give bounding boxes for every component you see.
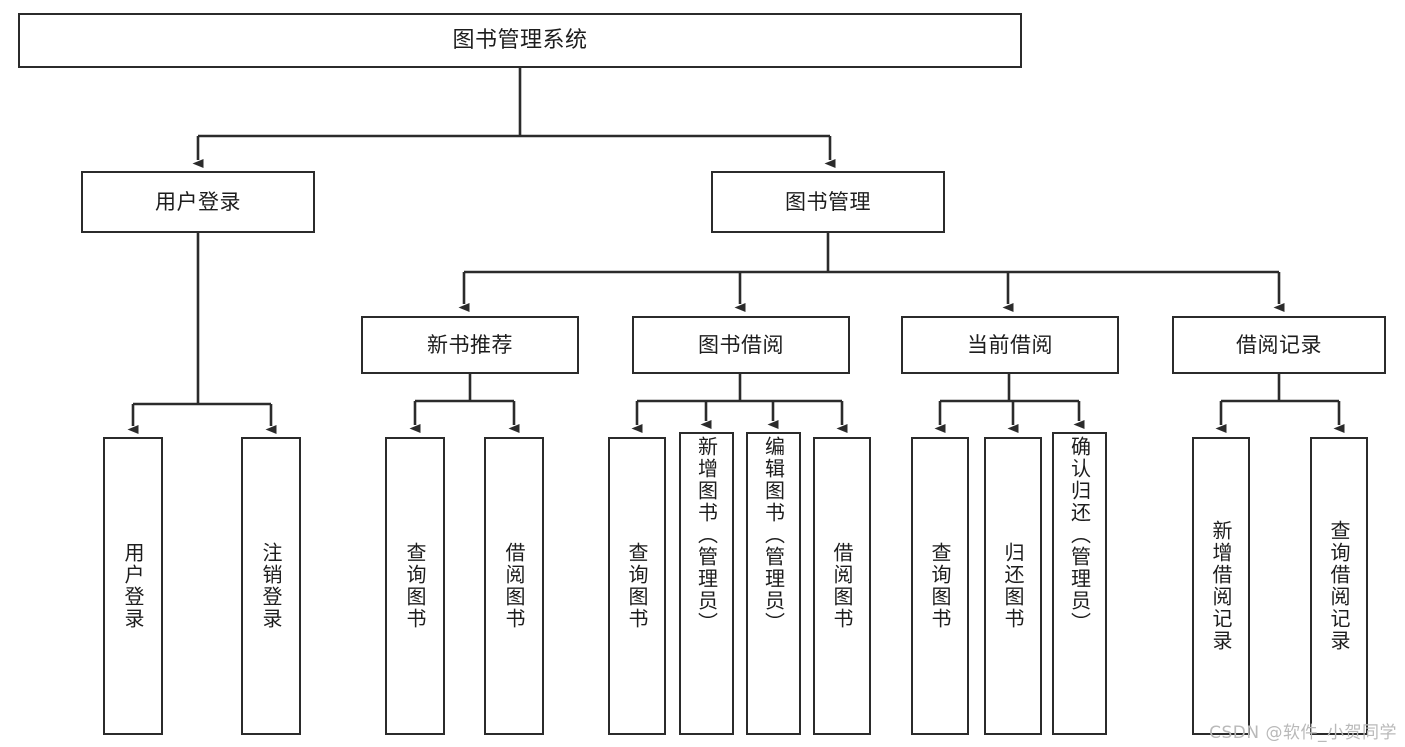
node-leaf-borrow-edit-book[interactable]: 编辑图书（管理员）	[746, 432, 801, 735]
node-book-manage[interactable]: 图书管理	[711, 171, 945, 233]
node-leaf-rec-borrow-book[interactable]: 借阅图书	[484, 437, 544, 735]
node-label: 新增图书（管理员）	[694, 436, 719, 634]
node-label: 用户登录	[155, 189, 241, 214]
node-book-borrow[interactable]: 图书借阅	[632, 316, 850, 374]
node-label: 借阅图书	[502, 542, 526, 630]
node-label: 查询借阅记录	[1327, 520, 1351, 652]
node-label: 查询图书	[403, 542, 427, 630]
node-current-borrow[interactable]: 当前借阅	[901, 316, 1119, 374]
node-label: 注销登录	[259, 542, 283, 630]
node-leaf-borrow-add-book[interactable]: 新增图书（管理员）	[679, 432, 734, 735]
node-borrow-record[interactable]: 借阅记录	[1172, 316, 1386, 374]
node-leaf-user-logout[interactable]: 注销登录	[241, 437, 301, 735]
node-leaf-rec-query-book[interactable]: 查询图书	[385, 437, 445, 735]
node-label: 借阅图书	[830, 542, 854, 630]
node-leaf-confirm-return[interactable]: 确认归还（管理员）	[1052, 432, 1107, 735]
node-label: 借阅记录	[1236, 332, 1322, 357]
node-label: 用户登录	[121, 542, 145, 630]
node-root-system[interactable]: 图书管理系统	[18, 13, 1022, 68]
csdn-watermark: CSDN @软件_小贺同学	[1209, 723, 1397, 743]
node-label: 当前借阅	[967, 332, 1053, 357]
node-label: 新书推荐	[427, 332, 513, 357]
node-user-login[interactable]: 用户登录	[81, 171, 315, 233]
node-leaf-query-borrow-record[interactable]: 查询借阅记录	[1310, 437, 1368, 735]
node-label: 查询图书	[625, 542, 649, 630]
node-label: 归还图书	[1001, 542, 1025, 630]
node-label: 查询图书	[928, 542, 952, 630]
node-leaf-current-return-book[interactable]: 归还图书	[984, 437, 1042, 735]
node-label: 确认归还（管理员）	[1067, 436, 1092, 634]
node-leaf-user-login[interactable]: 用户登录	[103, 437, 163, 735]
node-label: 图书借阅	[698, 332, 784, 357]
node-leaf-current-query-book[interactable]: 查询图书	[911, 437, 969, 735]
node-label: 图书管理系统	[452, 27, 588, 53]
node-leaf-borrow-borrow-book[interactable]: 借阅图书	[813, 437, 871, 735]
node-leaf-add-borrow-record[interactable]: 新增借阅记录	[1192, 437, 1250, 735]
node-leaf-borrow-query-book[interactable]: 查询图书	[608, 437, 666, 735]
node-label: 编辑图书（管理员）	[761, 436, 786, 634]
node-label: 新增借阅记录	[1209, 520, 1233, 652]
node-label: 图书管理	[785, 189, 871, 214]
node-new-book-recommend[interactable]: 新书推荐	[361, 316, 579, 374]
